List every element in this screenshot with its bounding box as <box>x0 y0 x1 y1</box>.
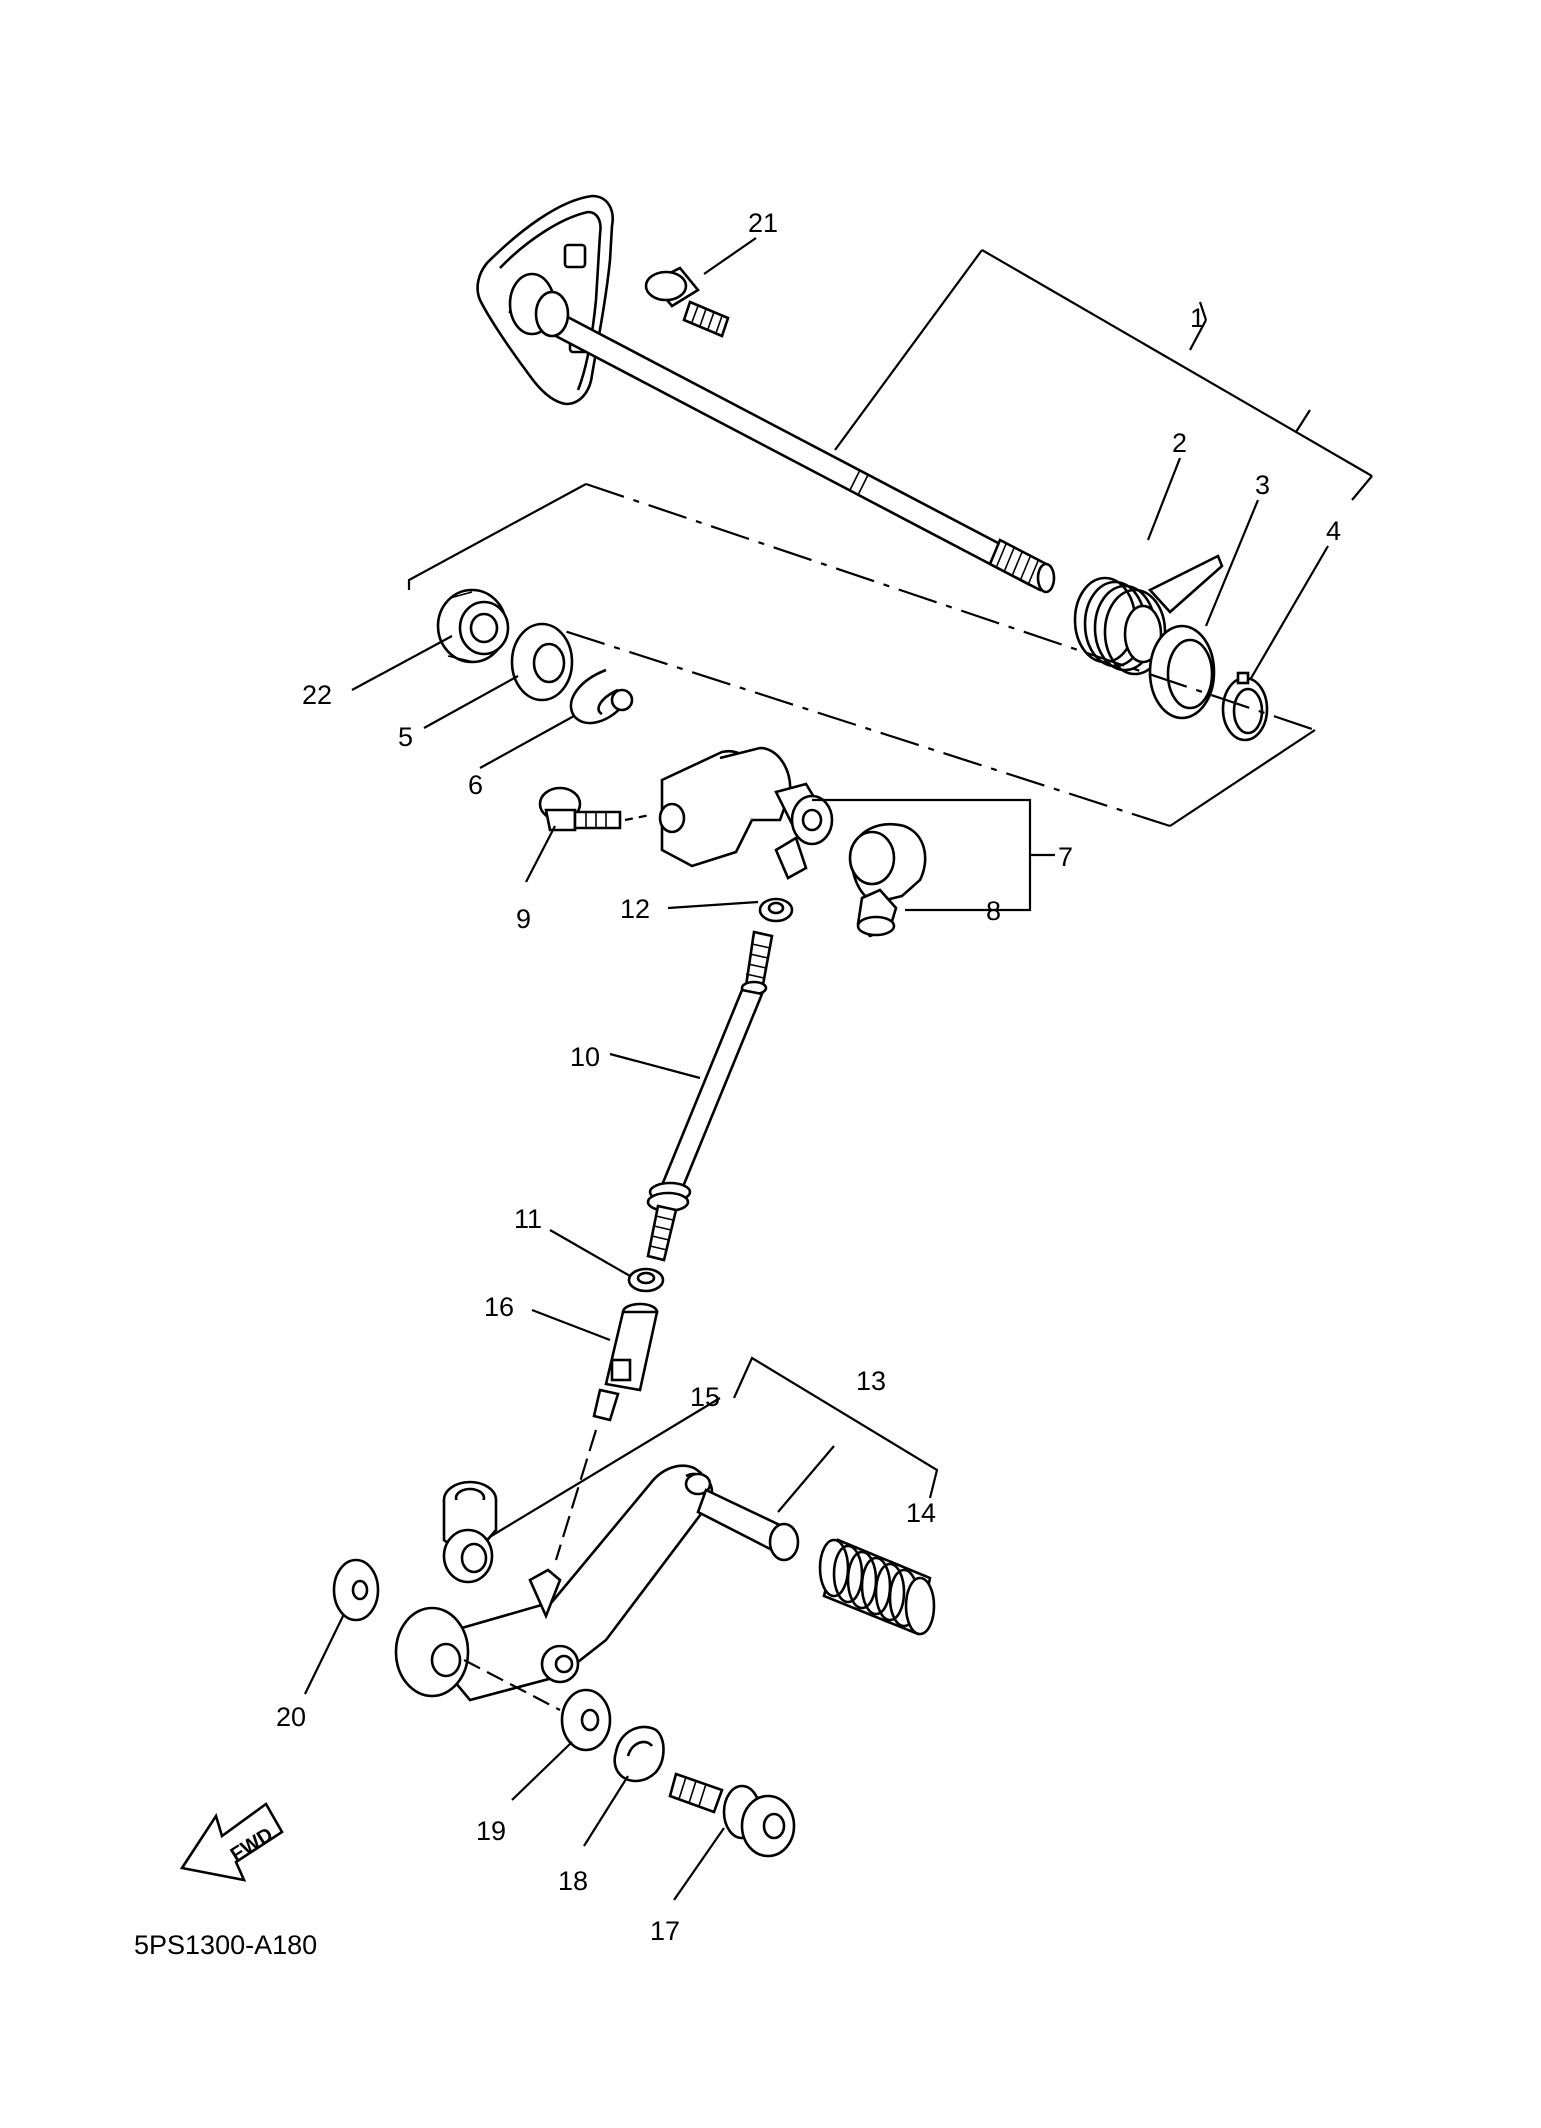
callout-5: 5 <box>398 722 413 752</box>
callout-21: 21 <box>748 208 778 238</box>
callout-4: 4 <box>1326 516 1341 546</box>
callout-7: 7 <box>1058 842 1073 872</box>
callout-8: 8 <box>986 896 1001 926</box>
joint-16[interactable] <box>554 1302 659 1561</box>
spring-2[interactable] <box>1073 554 1224 676</box>
group-bracket-7 <box>812 798 1055 912</box>
callout-12: 12 <box>620 894 650 924</box>
circlip-4[interactable] <box>1221 671 1269 742</box>
callout-22: 22 <box>302 680 332 710</box>
callout-9: 9 <box>516 904 531 934</box>
callout-19: 19 <box>476 1816 506 1846</box>
callout-15: 15 <box>690 1382 720 1412</box>
callout-10: 10 <box>570 1042 600 1072</box>
bushing-15[interactable] <box>442 1480 498 1584</box>
washer-19[interactable] <box>560 1688 612 1752</box>
washer-20[interactable] <box>332 1558 380 1622</box>
dashed-bracket <box>407 482 1316 828</box>
callout-6: 6 <box>468 770 483 800</box>
pedal-shaft-13[interactable] <box>696 1488 800 1562</box>
circlip-6[interactable] <box>569 668 634 725</box>
callout-20: 20 <box>276 1702 306 1732</box>
washer-18[interactable] <box>613 1725 665 1783</box>
group-bracket-1 <box>834 249 1373 501</box>
callout-2: 2 <box>1172 428 1187 458</box>
washer-3[interactable] <box>1148 624 1216 720</box>
group-bracket-14 <box>487 1356 939 1539</box>
fwd-arrow-icon: FWD <box>179 1802 284 1882</box>
nut-11[interactable] <box>627 1267 665 1293</box>
callout-1: 1 <box>1190 303 1205 333</box>
bolt-9[interactable] <box>538 786 651 832</box>
bolt-21[interactable] <box>644 266 730 338</box>
washer-5[interactable] <box>510 622 574 702</box>
callout-16: 16 <box>484 1292 514 1322</box>
callout-17: 17 <box>650 1916 680 1946</box>
callout-3: 3 <box>1255 470 1270 500</box>
callouts: 1 2 3 4 21 22 5 6 7 8 9 12 10 11 16 15 1… <box>276 208 1341 1946</box>
callout-18: 18 <box>558 1866 588 1896</box>
diagram-code: 5PS1300-A180 <box>134 1930 317 1960</box>
rubber-14[interactable] <box>818 1538 936 1636</box>
leader-lines <box>304 237 1329 1901</box>
callout-11: 11 <box>514 1204 542 1234</box>
callout-14: 14 <box>906 1498 936 1528</box>
bolt-17[interactable] <box>668 1772 796 1858</box>
shift-shaft[interactable] <box>476 194 1056 594</box>
callout-13: 13 <box>856 1366 886 1396</box>
joint-8[interactable] <box>848 823 927 938</box>
oil-seal-22[interactable] <box>436 588 510 664</box>
shift-arm[interactable] <box>658 746 834 880</box>
shift-rod-10[interactable] <box>646 930 774 1262</box>
nut-12[interactable] <box>758 897 794 923</box>
